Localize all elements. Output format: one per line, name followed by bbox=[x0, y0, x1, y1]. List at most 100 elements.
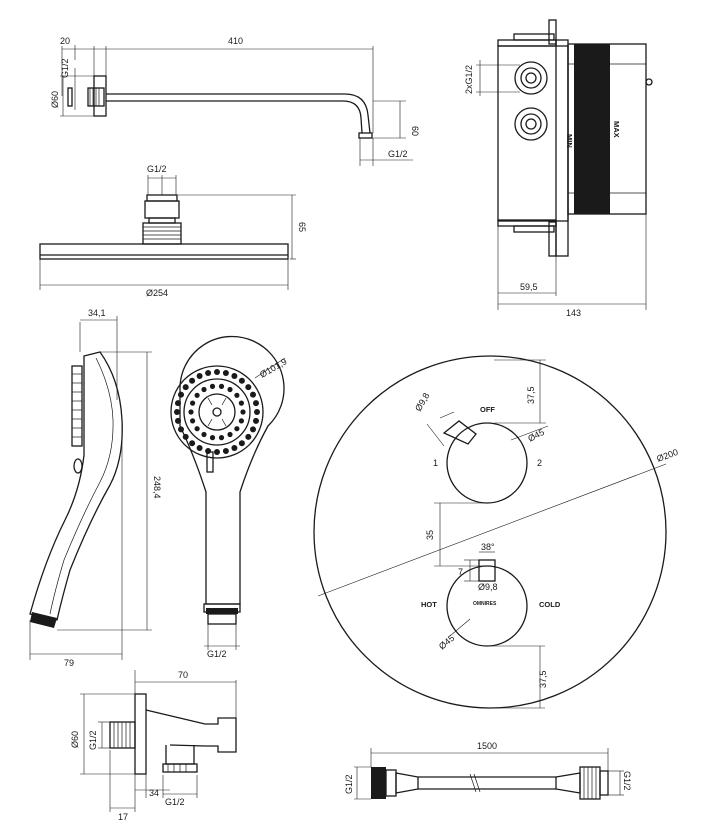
spray-nozzle bbox=[201, 431, 207, 438]
spray-nozzle bbox=[222, 448, 229, 454]
trim-dim-7: 7 bbox=[458, 567, 463, 577]
spray-nozzle bbox=[209, 435, 216, 441]
trim-dim-handle-top: Ø45 bbox=[526, 427, 546, 444]
spray-nozzle bbox=[238, 418, 244, 424]
spray-nozzle bbox=[238, 440, 245, 447]
hand-shower-front: Ø101,9 G1/2 bbox=[170, 335, 289, 659]
spray-nozzle bbox=[194, 426, 200, 432]
trim-label-2: 2 bbox=[537, 458, 542, 468]
spray-nozzle bbox=[238, 400, 244, 406]
valve-min-label: MIN bbox=[565, 134, 574, 148]
valve-dim-thread: 2xG1/2 bbox=[464, 65, 474, 94]
valve-port-lower bbox=[514, 107, 548, 141]
spray-nozzle bbox=[231, 445, 238, 451]
trim-brand-label: OMNIRES bbox=[473, 601, 497, 607]
trim-dim-plate: Ø200 bbox=[655, 447, 679, 464]
spray-nozzle bbox=[178, 426, 184, 433]
arm-dim-diameter: Ø60 bbox=[50, 91, 60, 108]
valve-max-label: MAX bbox=[612, 121, 621, 138]
hose-dim-thread-right: G1/2 bbox=[622, 771, 632, 791]
spray-nozzle bbox=[250, 426, 256, 433]
hand-shower-thread bbox=[207, 613, 237, 625]
trim-dim-handle-bottom: Ø45 bbox=[437, 633, 456, 652]
spray-nozzle bbox=[231, 373, 238, 379]
spray-nozzle bbox=[245, 384, 252, 391]
spray-nozzle bbox=[196, 373, 203, 379]
shower-hose: 1500 G1/2 G1/2 bbox=[344, 741, 632, 800]
trim-dim-top: 37,5 bbox=[526, 386, 536, 404]
hose-left-nut bbox=[371, 767, 386, 799]
hand-dim-head-diameter: Ø101,9 bbox=[258, 356, 289, 379]
valve-dim-total: 143 bbox=[566, 308, 581, 318]
spray-nozzle bbox=[240, 409, 246, 415]
spray-nozzle bbox=[238, 377, 245, 384]
spray-nozzle bbox=[209, 383, 216, 389]
trim-label-1: 1 bbox=[433, 458, 438, 468]
arm-dim-thread: G1/2 bbox=[60, 58, 70, 78]
hand-dim-thread: G1/2 bbox=[207, 649, 227, 659]
spray-nozzle bbox=[189, 377, 196, 384]
outlet-dim-34: 34 bbox=[149, 788, 159, 798]
outlet-dim-17: 17 bbox=[118, 812, 128, 822]
spray-nozzle bbox=[196, 445, 203, 451]
trim-dim-knob-diameter-bottom: Ø9,8 bbox=[478, 582, 498, 592]
spray-nozzle bbox=[234, 426, 240, 432]
outlet-flange bbox=[134, 693, 147, 775]
arm-dim-drop: 60 bbox=[410, 126, 420, 136]
arm-dim-length: 410 bbox=[228, 36, 243, 46]
shower-head: G1/2 65 Ø254 bbox=[39, 164, 307, 298]
spray-nozzle bbox=[254, 409, 260, 415]
spray-nozzle bbox=[201, 386, 207, 393]
valve-port-upper bbox=[514, 61, 548, 95]
spray-nozzle bbox=[190, 400, 196, 406]
plate-diameter-line bbox=[317, 463, 667, 597]
spray-nozzle bbox=[189, 440, 196, 447]
spray-nozzle bbox=[214, 449, 220, 455]
trim-dim-knob-diameter-top: Ø9,8 bbox=[413, 391, 431, 413]
hand-dim-side-width: 79 bbox=[64, 658, 74, 668]
wall-flange bbox=[93, 75, 107, 117]
spray-nozzle bbox=[175, 417, 181, 424]
trim-label-cold: COLD bbox=[539, 600, 561, 609]
trim-dim-angle: 38° bbox=[481, 542, 495, 552]
spray-nozzle bbox=[245, 433, 252, 440]
hose-dim-length: 1500 bbox=[477, 741, 497, 751]
outlet-dim-diameter: Ø60 bbox=[70, 731, 80, 748]
spray-nozzle bbox=[175, 400, 181, 407]
head-dim-thread: G1/2 bbox=[147, 164, 167, 174]
spray-nozzle bbox=[178, 391, 184, 398]
diverter-lever bbox=[442, 420, 477, 445]
hose-dim-thread-left: G1/2 bbox=[344, 774, 354, 794]
spray-nozzle bbox=[218, 383, 225, 389]
valve-cartridge bbox=[574, 44, 610, 214]
spray-nozzle bbox=[234, 392, 240, 398]
spray-nozzle bbox=[205, 370, 212, 376]
outlet-inlet-thread bbox=[109, 721, 136, 749]
trim-plate: 37,5 Ø9,8 OFF Ø45 1 2 Ø200 35 38° 7 Ø9,8… bbox=[313, 355, 679, 709]
hand-shower-side: 34,1 248,4 79 bbox=[29, 308, 162, 668]
shower-arm: 20 410 G1/2 Ø60 60 G1/2 bbox=[50, 36, 420, 166]
wall-outlet: 70 Ø60 G1/2 34 G1/2 17 bbox=[70, 670, 237, 822]
head-swivel bbox=[142, 222, 182, 245]
spray-nozzle bbox=[182, 384, 189, 391]
spray-nozzle bbox=[227, 386, 233, 393]
spray-face bbox=[170, 365, 264, 459]
spray-nozzle bbox=[253, 400, 259, 407]
spray-nozzles bbox=[174, 369, 260, 455]
trim-label-hot: HOT bbox=[421, 600, 437, 609]
head-dim-diameter: Ø254 bbox=[146, 288, 168, 298]
spray-nozzle bbox=[214, 369, 220, 375]
outlet-dim-thread-in: G1/2 bbox=[88, 730, 98, 750]
spray-nozzle bbox=[190, 418, 196, 424]
spray-nozzle bbox=[253, 417, 259, 424]
trim-dim-spacing: 35 bbox=[425, 530, 435, 540]
spray-nozzle bbox=[194, 392, 200, 398]
valve-body: MIN MAX 2xG1/2 59,5 143 bbox=[464, 19, 653, 318]
diverter-handle bbox=[446, 422, 528, 504]
spray-nozzle bbox=[250, 391, 256, 398]
outlet-dim-thread-out: G1/2 bbox=[165, 797, 185, 807]
hose-right-nut bbox=[579, 766, 601, 800]
trim-label-off: OFF bbox=[480, 405, 495, 414]
arm-dim-wall-width: 20 bbox=[60, 36, 70, 46]
